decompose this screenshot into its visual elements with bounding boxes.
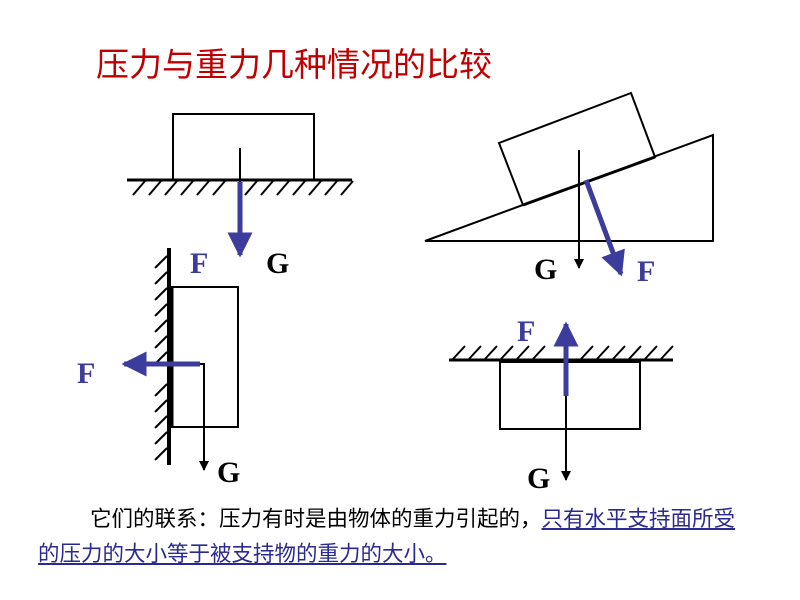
pressure-arrow [583,179,625,277]
block [172,113,315,181]
caption-emphasis-text: 只有水平支持面所受的压力的大小等于被支持物的重力的大小。 [38,507,736,567]
case-ceiling: F G [449,315,674,495]
case-vertical-wall: F G [77,248,240,489]
gravity-label: G [534,253,557,286]
gravity-label: G [266,247,289,280]
case-inclined-plane: G F [424,91,714,288]
pressure-label: F [77,357,95,390]
gravity-label: G [527,462,550,495]
gravity-label: G [217,456,240,489]
pressure-label: F [637,255,655,288]
relationship-caption: 它们的联系：压力有时是由物体的重力引起的，只有水平支持面所受的压力的大小等于被支… [38,502,738,572]
page-title: 压力与重力几种情况的比较 [96,45,492,84]
block [499,361,641,430]
wall-hatching [154,255,168,461]
ceiling-hatching [452,345,674,360]
caption-plain-text: 它们的联系：压力有时是由物体的重力引起的， [90,507,542,532]
pressure-label: F [517,315,535,348]
pressure-label: F [190,247,208,280]
ground-hatching [132,180,354,196]
case-horizontal-ground: F G [127,113,354,280]
